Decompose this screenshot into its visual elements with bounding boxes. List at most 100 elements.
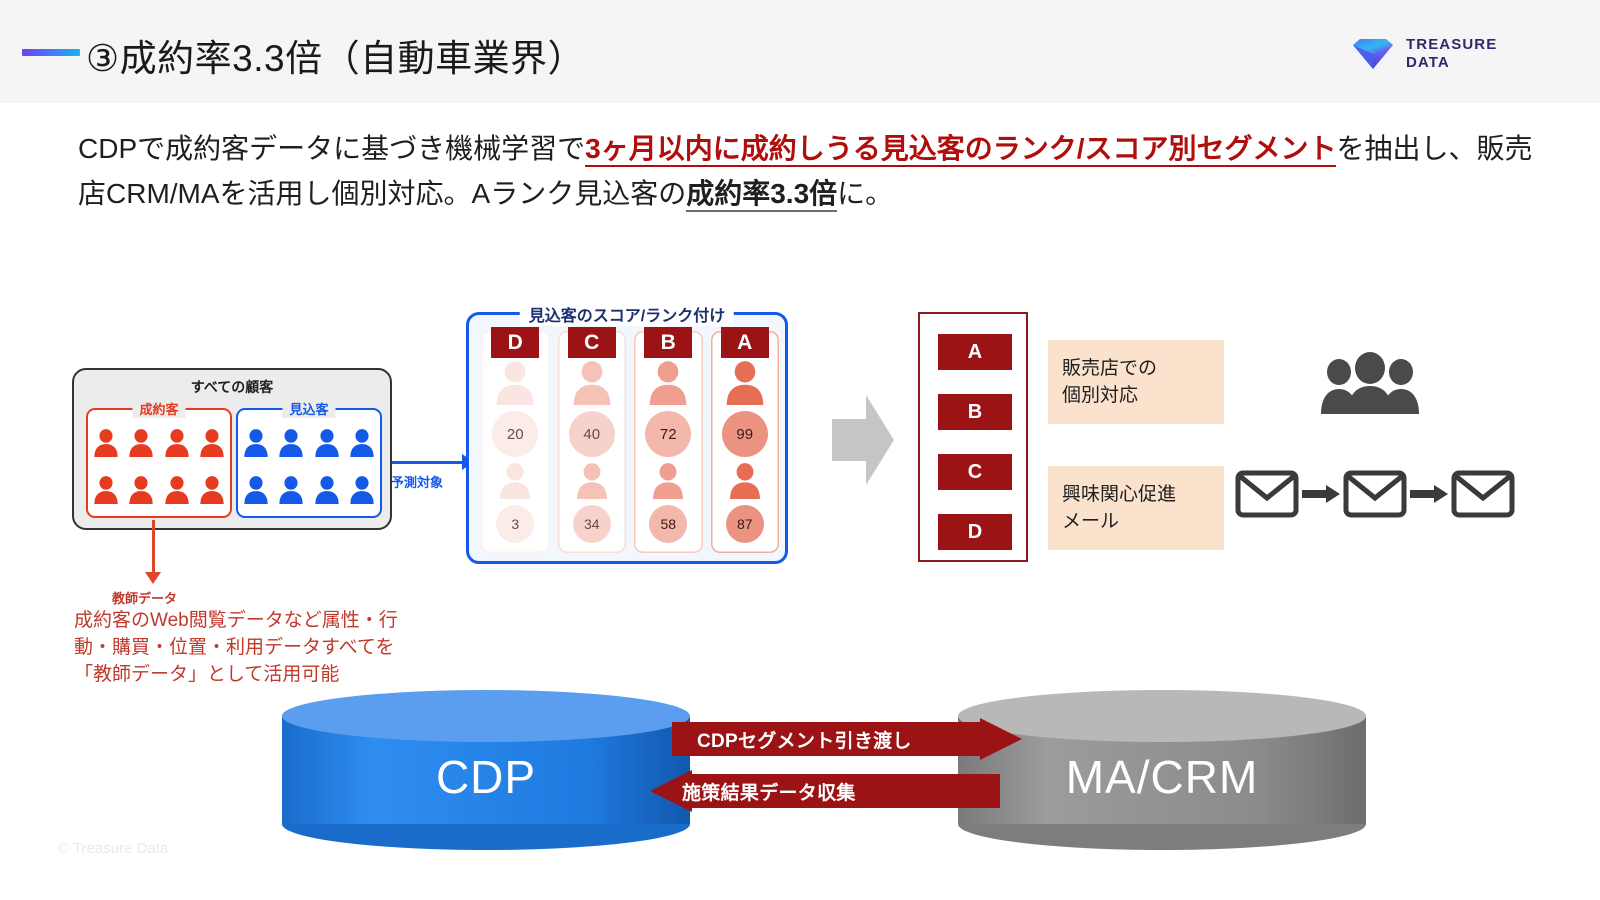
rank-list-item-b[interactable]: B: [938, 394, 1012, 430]
scoring-panel: 見込客のスコア/ランク付け D 20 3 C 40 34 B 72 58 A 99 87: [466, 302, 788, 564]
prospect-customers-group: 見込客: [236, 399, 382, 518]
person-icon: [129, 429, 153, 457]
score-cell: 3: [481, 463, 550, 543]
lead-seg-3: に。: [837, 178, 894, 210]
lead-emphasis-1: 3ヶ月以内に成約しうる見込客のランク/スコア別セグメント: [585, 133, 1337, 167]
envelope-icon: [1235, 470, 1299, 523]
score-column-c[interactable]: C 40 34: [557, 327, 627, 553]
person-icon: [129, 476, 153, 504]
lead-seg-1: CDPで成約客データに基づき機械学習で: [78, 133, 586, 164]
person-icon: [349, 429, 375, 462]
rank-list-item-d[interactable]: D: [938, 514, 1012, 550]
person-icon: [128, 476, 154, 509]
people-group-icon: [1321, 352, 1419, 414]
person-icon: [200, 429, 224, 457]
person-icon: [496, 361, 534, 405]
score-value: 3: [496, 505, 535, 543]
person-icon: [93, 429, 119, 462]
person-icon: [500, 463, 531, 499]
score-value: 99: [721, 411, 768, 457]
person-icon: [649, 361, 687, 405]
person-icon: [164, 476, 190, 509]
person-icon: [278, 476, 304, 509]
macrm-label: MA/CRM: [1065, 751, 1259, 803]
person-icon: [94, 476, 118, 504]
person-icon: [165, 429, 189, 457]
score-cell: 40: [558, 361, 627, 457]
teacher-data-label: 教師データ: [112, 591, 178, 606]
person-icon: [278, 429, 304, 462]
person-icon: [315, 429, 339, 457]
person-icon: [314, 429, 340, 462]
logo-wordmark: TREASURE DATA: [1406, 36, 1497, 71]
person-icon: [279, 429, 303, 457]
score-cell: 58: [634, 463, 703, 543]
person-icon: [200, 476, 224, 504]
score-column-a[interactable]: A 99 87: [710, 327, 780, 553]
flow-arrow-right-icon: [832, 395, 894, 485]
action-box-dealer: 販売店での個別対応: [1048, 340, 1224, 424]
logo-line-2: DATA: [1406, 53, 1450, 71]
person-icon: [94, 429, 118, 457]
rank-badge-d: D: [491, 327, 540, 358]
teacher-data-note: 成約客のWeb閲覧データなど属性・行動・購買・位置・利用データすべてを「教師デー…: [74, 610, 398, 685]
scoring-columns: D 20 3 C 40 34 B 72 58 A 99 87: [481, 327, 780, 553]
flow-arrow-cdp-to-macrm: [672, 718, 1022, 760]
person-icon: [576, 463, 607, 499]
score-value: 20: [492, 411, 539, 457]
teacher-data-arrow-head-icon: [145, 572, 161, 584]
lead-paragraph: CDPで成約客データに基づき機械学習で3ヶ月以内に成約しうる見込客のランク/スコ…: [78, 126, 1538, 217]
person-icon: [573, 361, 611, 405]
all-customers-box: すべての顧客 成約客 見込客: [72, 368, 392, 530]
predict-target-label: 予測対象: [391, 475, 444, 490]
score-value: 40: [568, 411, 615, 457]
scoring-panel-title: 見込客のスコア/ランク付け: [519, 302, 735, 326]
person-icon: [128, 429, 154, 462]
logo-line-1: TREASURE: [1406, 36, 1498, 53]
rank-badge-b: B: [644, 327, 693, 358]
score-column-b[interactable]: B 72 58: [634, 327, 703, 553]
closed-customers-label: 成約客: [132, 399, 186, 418]
lead-emphasis-2: 成約率3.3倍: [686, 178, 838, 213]
rank-list-item-a[interactable]: A: [938, 334, 1012, 370]
envelope-icon: [1343, 470, 1407, 523]
person-icon: [244, 476, 268, 504]
rank-list-item-c[interactable]: C: [938, 454, 1012, 490]
score-value: 72: [645, 411, 692, 457]
score-cell: 99: [711, 361, 780, 457]
flow-label-result-collection: 施策結果データ収集: [682, 783, 856, 804]
person-icon: [164, 429, 190, 462]
lead-seg-2: を抽出し、販売店CRM/MAを活用し個別対応。Aランク見込客の: [78, 133, 1533, 210]
rank-badge-c: C: [567, 327, 616, 358]
page-title: ③成約率3.3倍（自動車業界）: [86, 38, 586, 79]
prospect-customers-label: 見込客: [282, 399, 336, 418]
score-cell: 34: [558, 463, 627, 543]
score-column-d[interactable]: D 20 3: [481, 327, 550, 553]
envelope-icon: [1451, 470, 1515, 523]
person-icon: [244, 429, 268, 457]
treasure-data-logo: TREASURE DATA: [1352, 36, 1497, 71]
teacher-data-arrow-line: [152, 520, 155, 576]
prospect-customers-people: [238, 422, 380, 516]
rank-badge-a: A: [720, 327, 769, 358]
person-icon: [350, 476, 374, 504]
person-icon: [165, 476, 189, 504]
score-cell: 20: [481, 361, 550, 457]
person-icon: [243, 429, 269, 462]
person-icon: [199, 476, 225, 509]
score-value: 87: [725, 505, 764, 543]
person-icon: [653, 463, 684, 499]
predict-arrow-line: [392, 461, 467, 464]
flow-arrow-macrm-to-cdp: [650, 770, 1000, 812]
flow-label-segment-handover: CDPセグメント引き渡し: [697, 731, 912, 752]
person-icon: [726, 361, 764, 405]
person-icon: [350, 429, 374, 457]
title-accent-bar: [22, 49, 80, 56]
arrow-right-icon: [1299, 485, 1343, 508]
action-box-email: 興味関心促進メール: [1048, 466, 1224, 550]
arrow-right-icon: [1407, 485, 1451, 508]
person-icon: [243, 476, 269, 509]
person-icon: [315, 476, 339, 504]
